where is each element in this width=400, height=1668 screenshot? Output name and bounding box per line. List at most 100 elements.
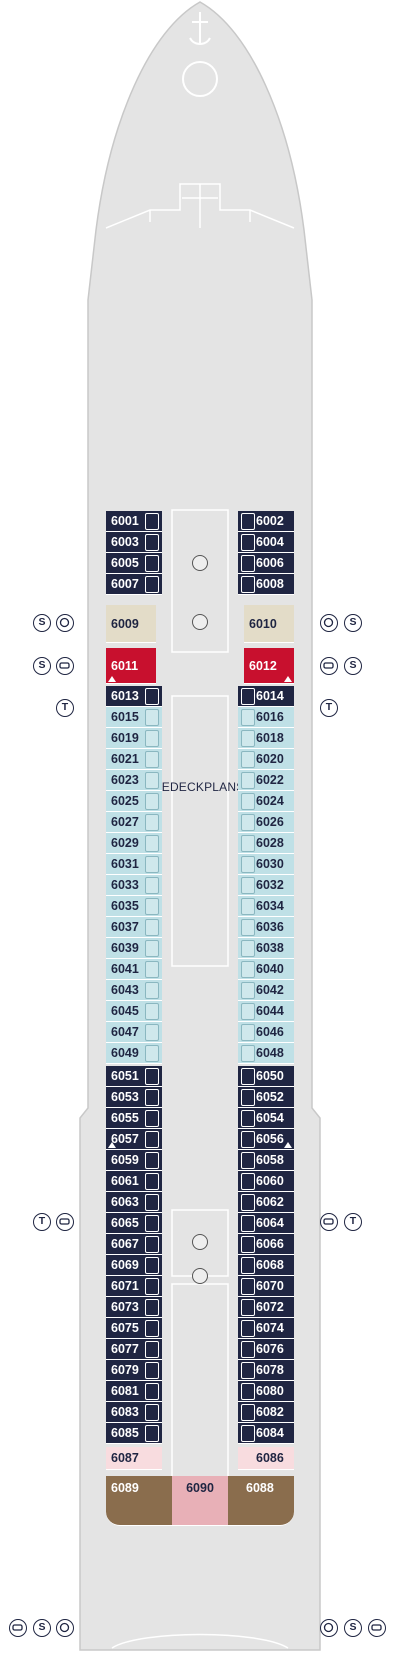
cabin-6067[interactable]: 6067 bbox=[106, 1234, 162, 1255]
cabin-6028[interactable]: 6028 bbox=[238, 833, 294, 854]
cabin-6035[interactable]: 6035 bbox=[106, 896, 162, 917]
cabin-6051[interactable]: 6051 bbox=[106, 1066, 162, 1087]
cabin-6088[interactable]: 6088 bbox=[228, 1476, 294, 1526]
cabin-6025[interactable]: 6025 bbox=[106, 791, 162, 812]
balcony-marker bbox=[241, 576, 255, 593]
fwd-stair-block bbox=[171, 509, 229, 653]
cabin-6032[interactable]: 6032 bbox=[238, 875, 294, 896]
balcony-marker bbox=[145, 1278, 159, 1295]
cabin-6063[interactable]: 6063 bbox=[106, 1192, 162, 1213]
cabin-6034[interactable]: 6034 bbox=[238, 896, 294, 917]
cabin-6080[interactable]: 6080 bbox=[238, 1381, 294, 1402]
cabin-6073[interactable]: 6073 bbox=[106, 1297, 162, 1318]
cabin-6062[interactable]: 6062 bbox=[238, 1192, 294, 1213]
balcony-marker bbox=[145, 1362, 159, 1379]
cabin-6061[interactable]: 6061 bbox=[106, 1171, 162, 1192]
cabin-6074[interactable]: 6074 bbox=[238, 1318, 294, 1339]
cabin-6012[interactable]: 6012 bbox=[244, 648, 294, 684]
cabin-6004[interactable]: 6004 bbox=[238, 532, 294, 553]
cabin-6059[interactable]: 6059 bbox=[106, 1150, 162, 1171]
cabin-6046[interactable]: 6046 bbox=[238, 1022, 294, 1043]
cabin-6007[interactable]: 6007 bbox=[106, 574, 162, 595]
cabin-6005[interactable]: 6005 bbox=[106, 553, 162, 574]
cabin-6075[interactable]: 6075 bbox=[106, 1318, 162, 1339]
cabin-6072[interactable]: 6072 bbox=[238, 1297, 294, 1318]
cabin-6030[interactable]: 6030 bbox=[238, 854, 294, 875]
cabin-6053[interactable]: 6053 bbox=[106, 1087, 162, 1108]
cabin-6041[interactable]: 6041 bbox=[106, 959, 162, 980]
cabin-6022[interactable]: 6022 bbox=[238, 770, 294, 791]
cabin-6040[interactable]: 6040 bbox=[238, 959, 294, 980]
cabin-6047[interactable]: 6047 bbox=[106, 1022, 162, 1043]
cabin-6006[interactable]: 6006 bbox=[238, 553, 294, 574]
cabin-6055[interactable]: 6055 bbox=[106, 1108, 162, 1129]
cabin-6060[interactable]: 6060 bbox=[238, 1171, 294, 1192]
cabin-6036[interactable]: 6036 bbox=[238, 917, 294, 938]
cabin-6070[interactable]: 6070 bbox=[238, 1276, 294, 1297]
cabin-6068[interactable]: 6068 bbox=[238, 1255, 294, 1276]
cabin-6015[interactable]: 6015 bbox=[106, 707, 162, 728]
cabin-6021[interactable]: 6021 bbox=[106, 749, 162, 770]
cabin-6065[interactable]: 6065 bbox=[106, 1213, 162, 1234]
cabin-6016[interactable]: 6016 bbox=[238, 707, 294, 728]
cabin-6031[interactable]: 6031 bbox=[106, 854, 162, 875]
entry-marker bbox=[108, 676, 116, 682]
cabin-6054[interactable]: 6054 bbox=[238, 1108, 294, 1129]
cabin-6052[interactable]: 6052 bbox=[238, 1087, 294, 1108]
cabin-6018[interactable]: 6018 bbox=[238, 728, 294, 749]
cabin-6057[interactable]: 6057 bbox=[106, 1129, 162, 1150]
cabin-6048[interactable]: 6048 bbox=[238, 1043, 294, 1064]
cabin-6027[interactable]: 6027 bbox=[106, 812, 162, 833]
cabin-6002[interactable]: 6002 bbox=[238, 511, 294, 532]
cabin-6083[interactable]: 6083 bbox=[106, 1402, 162, 1423]
cabin-6078[interactable]: 6078 bbox=[238, 1360, 294, 1381]
cabin-6076[interactable]: 6076 bbox=[238, 1339, 294, 1360]
cabin-6045[interactable]: 6045 bbox=[106, 1001, 162, 1022]
cabin-6001[interactable]: 6001 bbox=[106, 511, 162, 532]
cabin-6050[interactable]: 6050 bbox=[238, 1066, 294, 1087]
cabin-6077[interactable]: 6077 bbox=[106, 1339, 162, 1360]
cabin-6043[interactable]: 6043 bbox=[106, 980, 162, 1001]
cabin-6039[interactable]: 6039 bbox=[106, 938, 162, 959]
bath-marker bbox=[145, 1045, 159, 1062]
balcony-marker bbox=[241, 1425, 255, 1442]
cabin-6085[interactable]: 6085 bbox=[106, 1423, 162, 1444]
cabin-6003[interactable]: 6003 bbox=[106, 532, 162, 553]
cabin-6049[interactable]: 6049 bbox=[106, 1043, 162, 1064]
cabin-6023[interactable]: 6023 bbox=[106, 770, 162, 791]
cabin-6086[interactable]: 6086 bbox=[238, 1447, 294, 1470]
balcony-marker bbox=[145, 1194, 159, 1211]
cabin-6019[interactable]: 6019 bbox=[106, 728, 162, 749]
cabin-6084[interactable]: 6084 bbox=[238, 1423, 294, 1444]
balcony-marker bbox=[145, 513, 159, 530]
cabin-6038[interactable]: 6038 bbox=[238, 938, 294, 959]
cabin-6087[interactable]: 6087 bbox=[106, 1447, 162, 1470]
cabin-6026[interactable]: 6026 bbox=[238, 812, 294, 833]
cabin-6011[interactable]: 6011 bbox=[106, 648, 156, 684]
cabin-6008[interactable]: 6008 bbox=[238, 574, 294, 595]
cabin-6013[interactable]: 6013 bbox=[106, 686, 162, 707]
bath-marker bbox=[145, 772, 159, 789]
cabin-6071[interactable]: 6071 bbox=[106, 1276, 162, 1297]
cabin-6010[interactable]: 6010 bbox=[244, 605, 294, 643]
cabin-6064[interactable]: 6064 bbox=[238, 1213, 294, 1234]
cabin-6037[interactable]: 6037 bbox=[106, 917, 162, 938]
cabin-6066[interactable]: 6066 bbox=[238, 1234, 294, 1255]
cabin-6090[interactable]: 6090 bbox=[172, 1476, 228, 1526]
cabin-6056[interactable]: 6056 bbox=[238, 1129, 294, 1150]
suite-icon-right: S bbox=[344, 614, 362, 632]
cabin-6082[interactable]: 6082 bbox=[238, 1402, 294, 1423]
cabin-6029[interactable]: 6029 bbox=[106, 833, 162, 854]
cabin-6058[interactable]: 6058 bbox=[238, 1150, 294, 1171]
cabin-6079[interactable]: 6079 bbox=[106, 1360, 162, 1381]
cabin-6042[interactable]: 6042 bbox=[238, 980, 294, 1001]
cabin-6024[interactable]: 6024 bbox=[238, 791, 294, 812]
cabin-6020[interactable]: 6020 bbox=[238, 749, 294, 770]
cabin-6009[interactable]: 6009 bbox=[106, 605, 156, 643]
cabin-6044[interactable]: 6044 bbox=[238, 1001, 294, 1022]
cabin-6081[interactable]: 6081 bbox=[106, 1381, 162, 1402]
cabin-6033[interactable]: 6033 bbox=[106, 875, 162, 896]
cabin-6089[interactable]: 6089 bbox=[106, 1476, 172, 1526]
cabin-6069[interactable]: 6069 bbox=[106, 1255, 162, 1276]
cabin-6014[interactable]: 6014 bbox=[238, 686, 294, 707]
